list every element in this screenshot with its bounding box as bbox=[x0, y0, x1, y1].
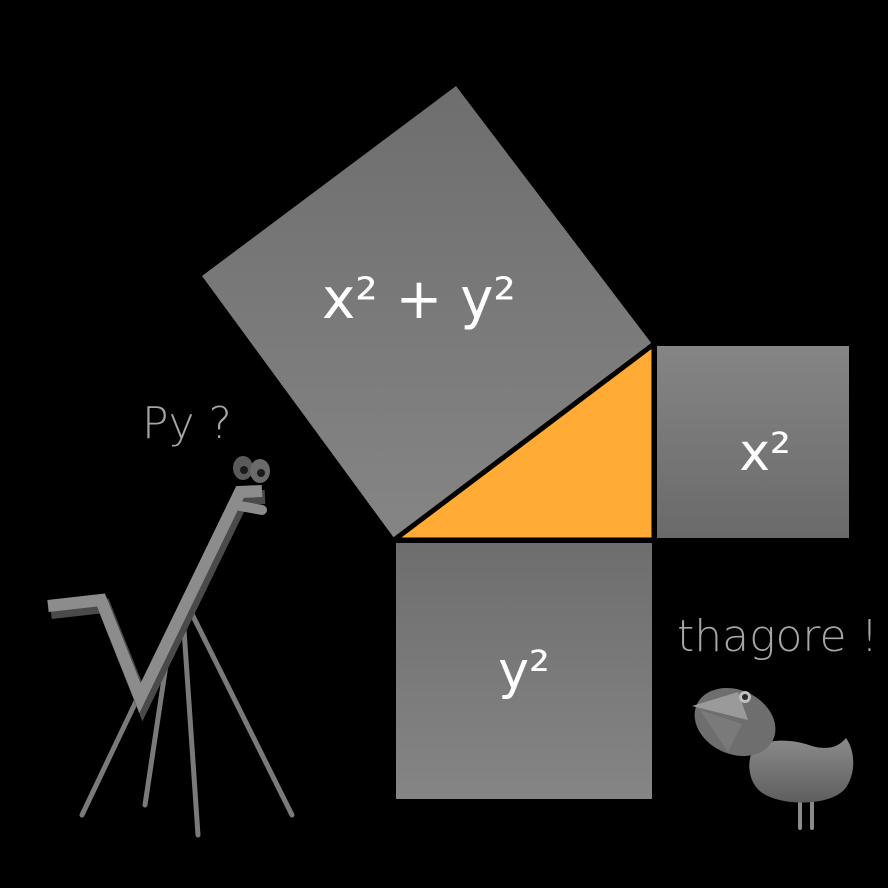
vertical-leg-square-label: x² bbox=[739, 423, 791, 483]
giraffe-figure-icon bbox=[47, 456, 295, 838]
bird-speech: thagore ! bbox=[677, 611, 878, 662]
giraffe-speech: Py ? bbox=[142, 398, 232, 449]
horizontal-leg-square bbox=[396, 543, 652, 799]
horizontal-leg-square-label: y² bbox=[498, 641, 550, 701]
hypotenuse-square bbox=[202, 86, 652, 538]
right-triangle bbox=[386, 338, 657, 543]
vertical-leg-square bbox=[657, 346, 849, 538]
hypotenuse-square-label: x² + y² bbox=[322, 267, 516, 332]
bird-figure-icon bbox=[692, 687, 854, 830]
